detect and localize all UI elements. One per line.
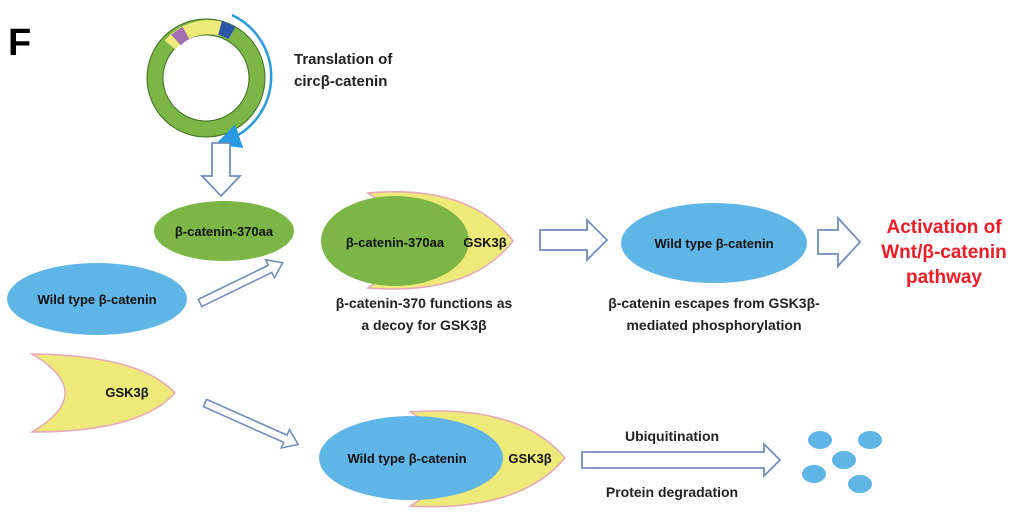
- degraded-fragments-icon: [802, 431, 882, 493]
- activation-line3: pathway: [906, 267, 982, 288]
- escaped-wild-type-catenin-label: Wild type β-catenin: [654, 236, 773, 251]
- wild-type-catenin-label: Wild type β-catenin: [37, 292, 156, 307]
- translation-label-line1: Translation of: [294, 51, 393, 68]
- down-arrow-icon: [199, 142, 243, 198]
- complex-catenin-370aa-node: [321, 196, 469, 286]
- escape-caption-line2: mediated phosphorylation: [626, 317, 801, 333]
- bottom-wild-type-catenin-label: Wild type β-catenin: [347, 451, 466, 466]
- bottom-gsk3b-label: GSK3β: [508, 451, 551, 466]
- catenin-370aa-label: β-catenin-370aa: [175, 224, 274, 239]
- decoy-caption-line1: β-catenin-370 functions as: [336, 295, 513, 311]
- wild-type-catenin-node: [7, 263, 187, 335]
- escaped-wild-type-catenin-node: [621, 203, 807, 283]
- complex-gsk3b-label: GSK3β: [463, 235, 506, 250]
- gsk3b-crescent: [29, 353, 177, 433]
- translation-direction-arrow-icon: [215, 13, 273, 149]
- escape-caption-line1: β-catenin escapes from GSK3β-: [608, 295, 820, 311]
- protein-degradation-label: Protein degradation: [606, 484, 738, 500]
- activation-line2: Wnt/β-catenin: [881, 242, 1007, 263]
- diagonal-up-arrow-icon: [197, 258, 284, 308]
- diagonal-down-arrow-icon: [202, 398, 300, 450]
- translation-label-line2: circβ-catenin: [294, 73, 387, 90]
- right-arrow-icon: [539, 217, 609, 263]
- degradation-arrow-icon: [581, 441, 782, 479]
- panel-label: F: [8, 22, 31, 64]
- gsk3b-label: GSK3β: [105, 385, 148, 400]
- activation-line1: Activation of: [886, 217, 1002, 238]
- catenin-370aa-node: [154, 201, 294, 261]
- circular-rna-icon: [146, 18, 266, 138]
- complex-catenin-370aa-label: β-catenin-370aa: [346, 235, 445, 250]
- ubiquitination-label: Ubiquitination: [625, 428, 719, 444]
- activation-arrow-icon: [817, 215, 862, 269]
- decoy-caption-line2: a decoy for GSK3β: [361, 317, 487, 333]
- bottom-wild-type-catenin-node: [319, 416, 503, 500]
